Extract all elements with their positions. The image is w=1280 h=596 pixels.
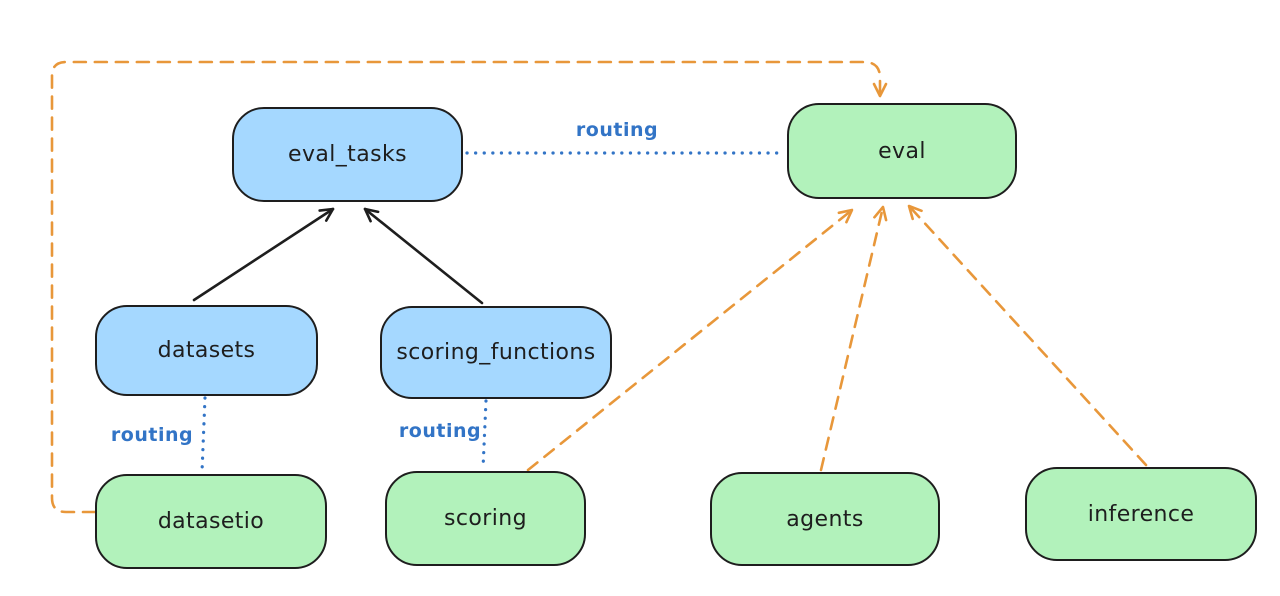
node-datasetio: datasetio <box>95 474 327 569</box>
node-datasets-label: datasets <box>157 338 256 363</box>
node-eval-tasks-label: eval_tasks <box>288 142 407 167</box>
edge-routing-datasets-to-datasetio <box>200 396 207 474</box>
node-scoring-label: scoring <box>444 506 527 531</box>
edge-label-routing-left: routing <box>110 424 194 446</box>
edge-scoring-functions-to-eval-tasks <box>363 207 484 305</box>
node-inference-label: inference <box>1087 501 1195 527</box>
node-eval-tasks: eval_tasks <box>232 107 463 202</box>
node-scoring-functions-label: scoring_functions <box>396 340 596 365</box>
node-eval: eval <box>787 103 1017 199</box>
node-datasets: datasets <box>95 305 318 396</box>
edge-agents-to-eval <box>819 205 888 472</box>
node-eval-label: eval <box>878 138 926 164</box>
node-scoring: scoring <box>385 471 586 566</box>
edge-inference-to-eval <box>907 204 1148 467</box>
edge-datasets-to-eval-tasks <box>192 207 335 302</box>
node-agents: agents <box>710 472 940 566</box>
node-scoring-functions: scoring_functions <box>380 306 612 399</box>
edge-label-routing-middle: routing <box>398 420 482 442</box>
edge-label-routing-top: routing <box>575 119 659 141</box>
node-datasetio-label: datasetio <box>157 509 265 534</box>
node-inference: inference <box>1025 467 1257 561</box>
node-agents-label: agents <box>786 506 864 532</box>
